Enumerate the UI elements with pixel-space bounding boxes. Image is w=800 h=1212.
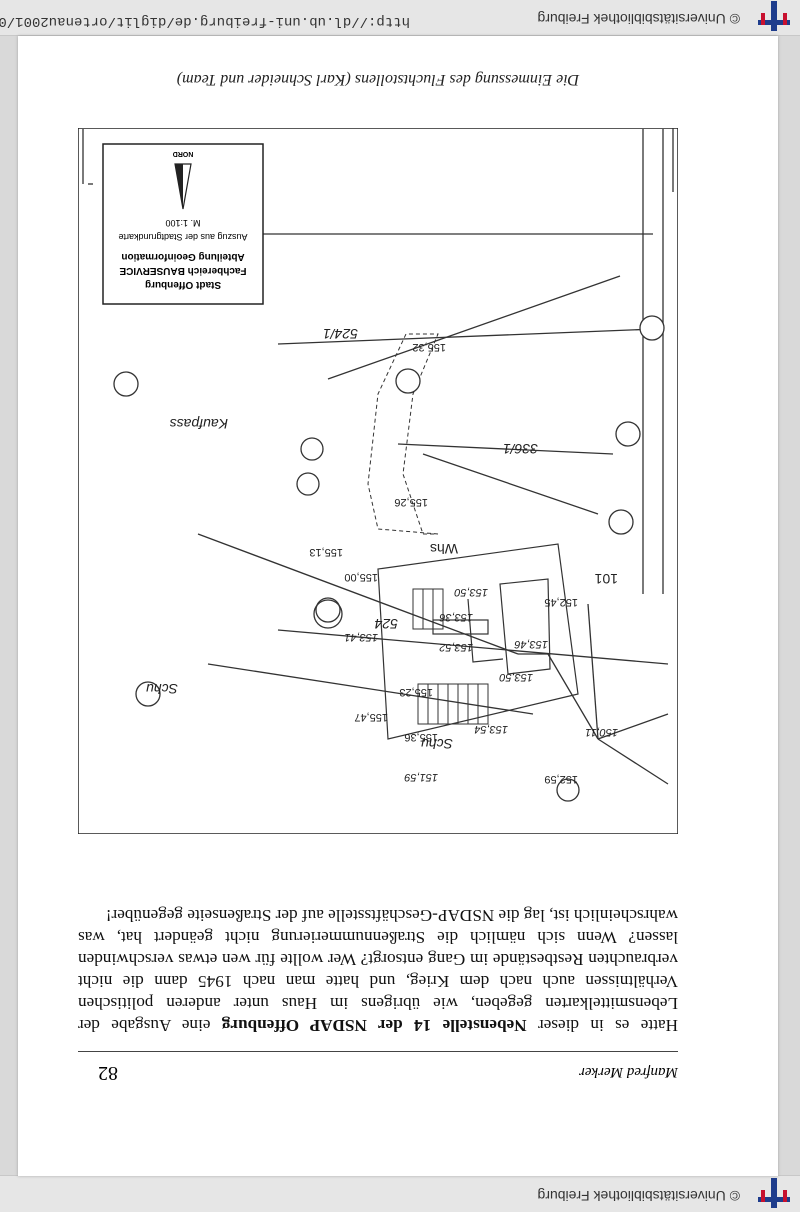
svg-text:155,32: 155,32: [412, 341, 446, 353]
page-number: 82: [98, 1062, 118, 1084]
document-page: 82 Manfred Merker Hatte es in dieser Neb…: [18, 36, 778, 1176]
survey-points: [113, 315, 665, 802]
svg-text:Fachbereich BAUSERVICE: Fachbereich BAUSERVICE: [119, 265, 246, 276]
svg-text:Schu: Schu: [146, 681, 178, 697]
page-header: 82 Manfred Merker: [78, 1051, 678, 1086]
library-name: © Universitätsbibliothek Freiburg: [537, 1188, 740, 1204]
svg-text:524: 524: [374, 616, 398, 632]
map-labels: 524 Schu Schu Whs 101 336/1 524/1 Kaufpa…: [146, 326, 618, 785]
body-text-part-1: Hatte es in dieser: [526, 1016, 678, 1035]
map-stamp: Stadt Offenburg Fachbereich BAUSERVICE A…: [102, 143, 264, 305]
svg-text:155,26: 155,26: [394, 496, 428, 508]
svg-text:155,13: 155,13: [309, 546, 343, 558]
svg-text:151,59: 151,59: [404, 771, 438, 783]
survey-map-figure: 524 Schu Schu Whs 101 336/1 524/1 Kaufpa…: [78, 128, 678, 834]
svg-text:Kaufpass: Kaufpass: [170, 416, 228, 432]
figure-caption: Die Einmessung des Fluchtstollens (Karl …: [176, 71, 580, 88]
viewer-bottom-bar: © Universitätsbibliothek Freiburg http:/…: [0, 0, 800, 36]
body-paragraph: Hatte es in dieser Nebenstelle 14 der NS…: [78, 904, 678, 1036]
permalink-url[interactable]: http://dl.ub.uni-freiburg.de/diglit/orte…: [0, 13, 410, 29]
escape-tunnel: [367, 333, 439, 535]
svg-text:Whs: Whs: [430, 541, 458, 557]
svg-text:NORD: NORD: [173, 150, 194, 157]
svg-text:155,47: 155,47: [354, 711, 388, 723]
svg-text:150,11: 150,11: [585, 726, 618, 738]
library-name-bottom: © Universitätsbibliothek Freiburg: [537, 11, 740, 27]
svg-text:Auszug aus der Stadtgrundkarte: Auszug aus der Stadtgrundkarte: [118, 232, 247, 242]
svg-text:152,45: 152,45: [544, 596, 578, 608]
ub-logo-icon-bottom: [758, 1, 790, 31]
viewer-top-bar: © Universitätsbibliothek Freiburg: [0, 1175, 800, 1212]
svg-text:524/1: 524/1: [323, 326, 358, 342]
ub-logo-icon: [758, 1178, 790, 1208]
stairs: [412, 588, 489, 725]
svg-text:153,50: 153,50: [498, 671, 533, 683]
svg-text:153,36: 153,36: [438, 611, 473, 623]
svg-text:101: 101: [594, 571, 618, 587]
svg-text:Stadt Offenburg: Stadt Offenburg: [145, 279, 221, 290]
body-text-bold: Nebenstelle 14 der NSDAP Offenburg: [221, 1016, 527, 1035]
svg-text:Schu: Schu: [421, 736, 453, 752]
svg-text:153,46: 153,46: [513, 638, 548, 650]
svg-text:155,23: 155,23: [399, 686, 433, 698]
svg-text:Abteilung Geoinformation: Abteilung Geoinformation: [121, 251, 244, 262]
running-author: Manfred Merker: [579, 1064, 678, 1080]
marker-circle: [313, 599, 343, 629]
svg-text:155,00: 155,00: [344, 571, 378, 583]
svg-text:153,52: 153,52: [439, 641, 473, 653]
parcel-lines: [82, 128, 674, 785]
svg-text:153,50: 153,50: [453, 586, 488, 598]
svg-text:M. 1:100: M. 1:100: [165, 218, 200, 228]
svg-text:336/1: 336/1: [503, 441, 538, 457]
svg-text:153,41: 153,41: [344, 631, 378, 643]
svg-text:152,59: 152,59: [544, 773, 578, 785]
svg-text:155,36: 155,36: [404, 731, 438, 743]
svg-text:153,54: 153,54: [474, 723, 508, 735]
